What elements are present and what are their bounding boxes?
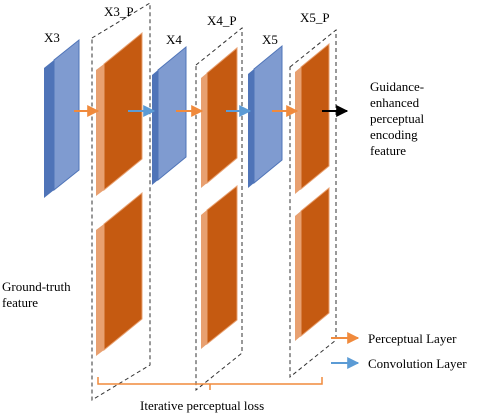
x3p-dashed-frame — [91, 2, 151, 401]
guidance-line-1: Guidance- — [370, 79, 424, 94]
guidance-line-4: encoding — [370, 127, 418, 142]
x5p-bottom-block — [295, 186, 330, 341]
label-x4: X4 — [166, 32, 182, 47]
x3p-top-block — [96, 31, 143, 196]
legend-convolution-label: Convolution Layer — [368, 356, 467, 371]
label-x3p: X3_P — [104, 4, 134, 19]
label-x4p: X4_P — [207, 13, 237, 28]
label-x5: X5 — [262, 32, 278, 47]
guidance-line-5: feature — [370, 143, 406, 158]
legend-perceptual-label: Perceptual Layer — [368, 331, 457, 346]
x3-block — [44, 38, 80, 198]
x4p-top-block — [201, 46, 238, 188]
label-x3: X3 — [44, 30, 60, 45]
x4-block — [152, 45, 187, 185]
x5-block — [248, 44, 283, 188]
x3p-bottom-block — [96, 191, 143, 356]
bottom-label: Iterative perceptual loss — [140, 398, 264, 413]
legend: Perceptual Layer Convolution Layer — [331, 331, 467, 371]
x5p-top-block — [295, 42, 330, 194]
guidance-line-3: perceptual — [370, 111, 425, 126]
guidance-text: Guidance- enhanced perceptual encoding f… — [370, 79, 425, 158]
ground-truth-line-1: Ground-truth — [2, 279, 71, 294]
ground-truth-text: Ground-truth feature — [2, 279, 71, 310]
guidance-line-2: enhanced — [370, 95, 420, 110]
bottom-brace — [97, 377, 323, 390]
x4p-bottom-block — [201, 184, 238, 349]
ground-truth-line-2: feature — [2, 295, 38, 310]
label-x5p: X5_P — [300, 10, 330, 25]
